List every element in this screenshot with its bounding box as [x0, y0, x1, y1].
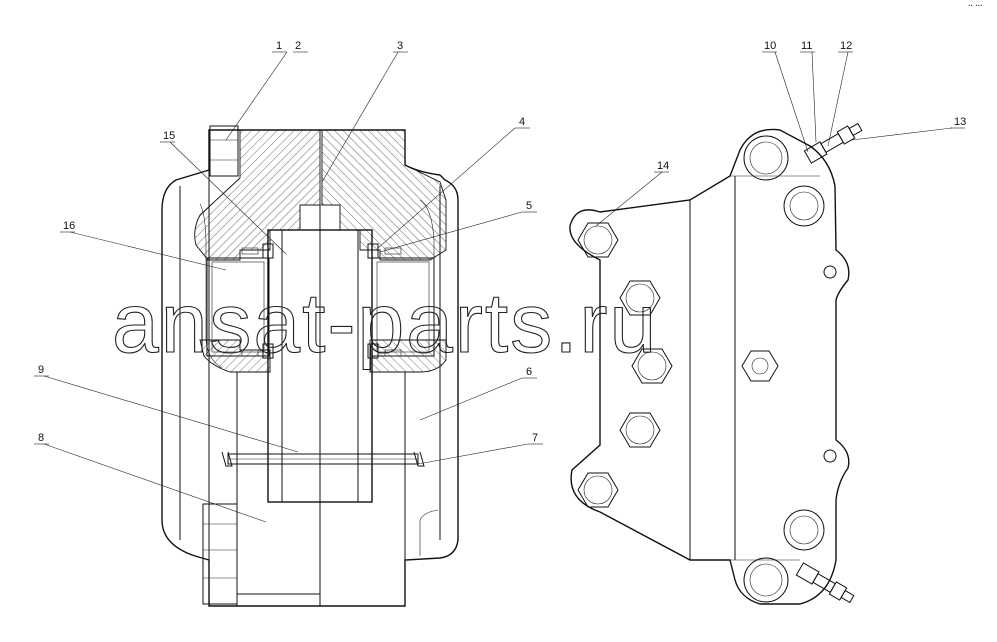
bleed-valve-top	[803, 122, 863, 164]
caliper-front-outline	[569, 128, 850, 605]
hatched-section-upper	[194, 129, 321, 261]
hatched-section-upper-right	[321, 129, 447, 261]
corner-stamp: •• •••	[968, 3, 982, 8]
callout-3: 3	[397, 40, 403, 52]
callout-2: 2	[295, 40, 301, 52]
callout-12: 12	[840, 40, 852, 52]
bolt-top	[209, 125, 239, 177]
callout-1: 1	[276, 40, 282, 52]
callout-16: 16	[63, 220, 75, 232]
section-view	[161, 125, 459, 607]
callout-14: 14	[657, 160, 669, 172]
piston-left	[206, 257, 270, 357]
leader-lines	[34, 51, 965, 523]
callouts: 1 2 3 4 5 6 7 8 9 10 11 12 13 14 15 16	[38, 40, 966, 444]
callout-11: 11	[801, 40, 812, 52]
callout-8: 8	[38, 432, 44, 444]
callout-6: 6	[526, 366, 532, 378]
callout-4: 4	[519, 116, 525, 128]
front-view	[569, 122, 863, 605]
callout-13: 13	[954, 116, 966, 128]
watermark-text: ansat-parts.ru	[112, 276, 658, 370]
callout-5: 5	[526, 200, 532, 212]
callout-7: 7	[532, 432, 538, 444]
callout-10: 10	[764, 40, 776, 52]
caliper-body-outline	[161, 129, 459, 607]
bolt-bottom	[202, 503, 238, 605]
bolt-heads	[577, 135, 837, 603]
callout-15: 15	[163, 130, 175, 142]
bleed-valve-bottom	[795, 562, 855, 604]
callout-9: 9	[38, 364, 44, 376]
